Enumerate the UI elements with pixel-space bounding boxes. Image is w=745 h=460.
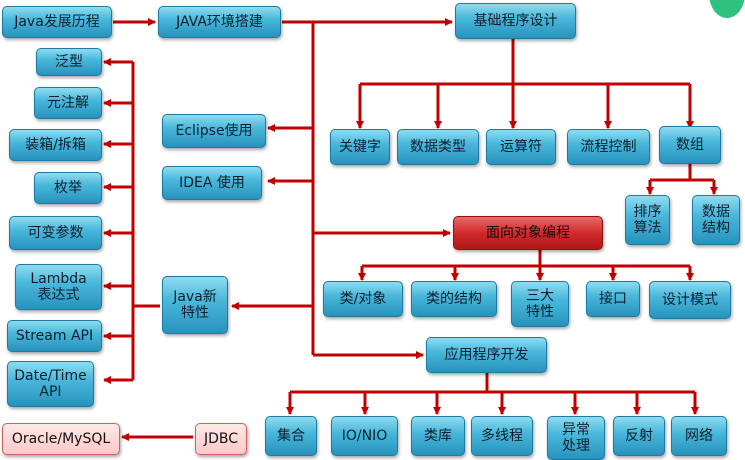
node-java-new[interactable]: Java新 特性 [162,276,228,334]
node-oracle-mysql[interactable]: Oracle/MySQL [2,423,120,455]
node-flow-control[interactable]: 流程控制 [567,129,650,165]
node-java-env[interactable]: JAVA环境搭建 [158,6,281,38]
node-eclipse[interactable]: Eclipse使用 [162,114,266,148]
node-reflection[interactable]: 反射 [613,416,665,456]
node-design-patterns[interactable]: 设计模式 [649,281,731,319]
node-basic-programming[interactable]: 基础程序设计 [455,3,576,39]
node-three-features[interactable]: 三大 特性 [511,281,569,327]
node-networking[interactable]: 网络 [671,416,727,456]
node-data-structures[interactable]: 数据 结构 [692,195,740,245]
node-stream-api[interactable]: Stream API [7,320,102,352]
node-java-history[interactable]: Java发展历程 [2,6,112,38]
node-arrays[interactable]: 数组 [659,126,721,164]
node-keywords[interactable]: 关键字 [330,129,390,165]
corner-decoration [709,0,745,18]
node-multithreading[interactable]: 多线程 [471,416,533,456]
node-class-structure[interactable]: 类的结构 [411,281,497,317]
node-generics[interactable]: 泛型 [36,48,102,76]
node-annotations[interactable]: 元注解 [34,87,102,119]
node-app-dev[interactable]: 应用程序开发 [426,337,547,373]
node-enums[interactable]: 枚举 [34,172,102,204]
node-operators[interactable]: 运算符 [486,129,556,165]
node-collections[interactable]: 集合 [265,416,317,456]
node-exception-handling[interactable]: 异常 处理 [547,416,605,460]
node-varargs[interactable]: 可变参数 [9,216,102,250]
node-interface[interactable]: 接口 [586,281,640,317]
node-oop[interactable]: 面向对象编程 [453,216,603,250]
node-io-nio[interactable]: IO/NIO [331,416,398,456]
node-jdbc[interactable]: JDBC [195,423,247,455]
node-class-library[interactable]: 类库 [411,416,465,456]
node-class-object[interactable]: 类/对象 [323,281,403,317]
node-datetime-api[interactable]: Date/Time API [7,361,94,407]
node-sorting[interactable]: 排序 算法 [625,195,670,245]
node-idea[interactable]: IDEA 使用 [162,166,262,200]
node-boxing[interactable]: 装箱/拆箱 [9,129,102,161]
node-lambda[interactable]: Lambda 表达式 [15,264,102,310]
node-data-types[interactable]: 数据类型 [397,129,479,165]
